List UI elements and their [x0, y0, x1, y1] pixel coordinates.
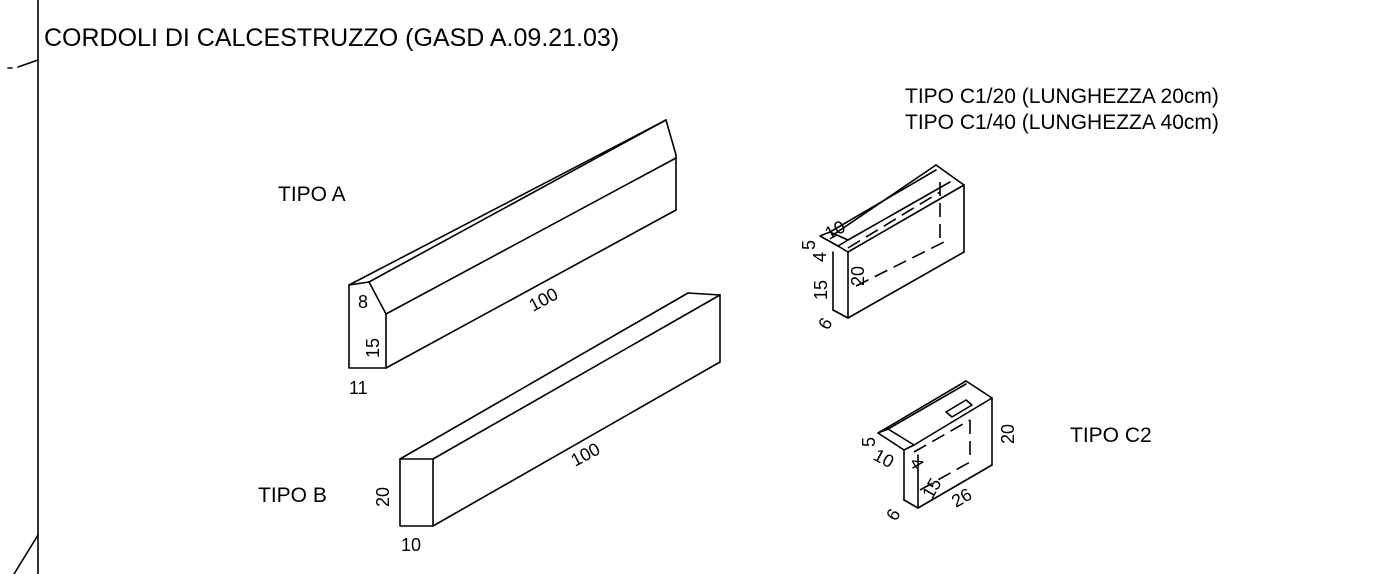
tipo-a-label: TIPO A — [278, 183, 346, 206]
tipo-c2-dim-20: 20 — [998, 424, 1018, 444]
tipo-b-label: TIPO B — [258, 484, 327, 507]
tipo-c1-dim-15: 15 — [811, 280, 831, 300]
curb-type-c1 — [819, 164, 965, 319]
tipo-c1-label-20: TIPO C1/20 (LUNGHEZZA 20cm) — [905, 85, 1219, 108]
curb-type-c2 — [877, 380, 993, 509]
tipo-a-dim-base: 11 — [349, 378, 368, 398]
curb-type-b — [399, 292, 721, 527]
tipo-c2-dim-6: 6 — [882, 505, 904, 524]
tipo-c1-dim-4: 4 — [810, 252, 830, 262]
tipo-c1-dim-6: 6 — [814, 314, 836, 333]
drawing-title: CORDOLI DI CALCESTRUZZO (GASD A.09.21.03… — [44, 24, 619, 52]
tipo-c2-dim-10: 10 — [870, 445, 897, 472]
tipo-c1-label-40: TIPO C1/40 (LUNGHEZZA 40cm) — [905, 111, 1219, 134]
curb-type-a — [348, 119, 677, 369]
tipo-b-dim-height: 20 — [373, 487, 393, 507]
tipo-c1-dim-5: 5 — [799, 240, 819, 250]
tipo-c2-dim-5: 5 — [859, 437, 879, 447]
tipo-a-dim-side: 15 — [363, 338, 383, 358]
tipo-c2-dim-4: 4 — [906, 454, 928, 473]
tipo-c2-label: TIPO C2 — [1070, 424, 1152, 447]
tipo-b-dim-length: 100 — [567, 439, 603, 471]
tipo-b-dim-width: 10 — [401, 535, 421, 555]
tipo-a-dim-top: 8 — [358, 292, 368, 312]
frame-border — [7, 0, 39, 574]
tipo-c1-dim-20: 20 — [848, 266, 868, 286]
